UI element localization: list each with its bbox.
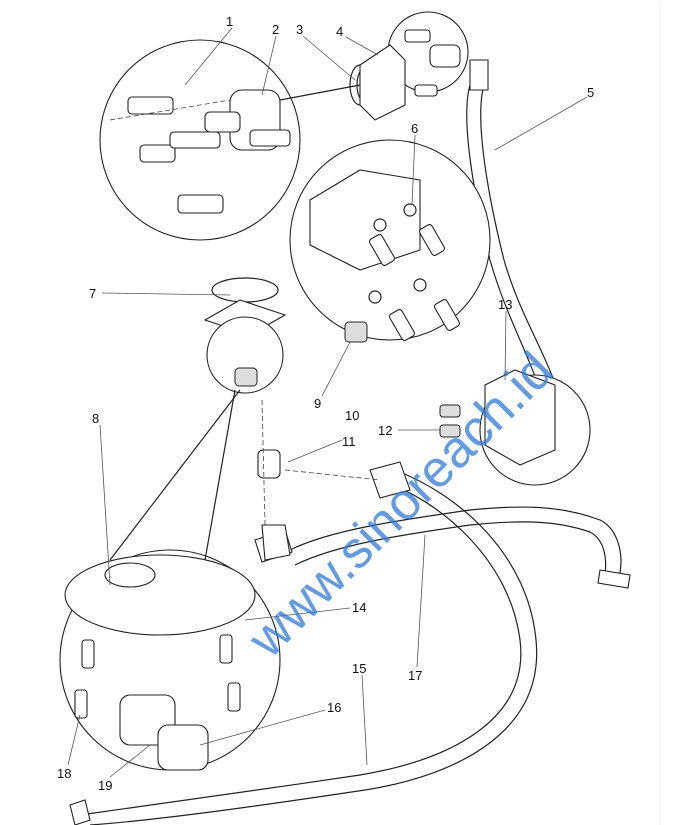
- callout-13: 13: [498, 297, 512, 312]
- callout-1: 1: [226, 14, 233, 29]
- callout-19: 19: [98, 778, 112, 793]
- valve-block-4: [359, 44, 406, 121]
- detail-circle-fittings: [99, 39, 301, 241]
- callout-10: 10: [345, 408, 359, 423]
- detail-circle-flange: [203, 277, 368, 394]
- callout-3: 3: [296, 22, 303, 37]
- callout-12: 12: [378, 423, 392, 438]
- callout-5: 5: [587, 85, 594, 100]
- detail-circle-base: [59, 389, 281, 771]
- callout-2: 2: [272, 22, 279, 37]
- detail-circle-manifold: [289, 139, 491, 341]
- fitting-11: [257, 399, 381, 561]
- callout-18: 18: [57, 766, 71, 781]
- callout-8: 8: [92, 411, 99, 426]
- callout-17: 17: [408, 668, 422, 683]
- callout-6: 6: [411, 121, 418, 136]
- callout-15: 15: [352, 661, 366, 676]
- callout-7: 7: [89, 286, 96, 301]
- leader-lines: [67, 27, 588, 778]
- callout-numbers: 1 2 3 4 5 6 7 8 9 10 11 12 13 14 15 16 1…: [57, 14, 594, 793]
- callout-11: 11: [342, 434, 356, 449]
- callout-16: 16: [327, 700, 341, 715]
- callout-4: 4: [336, 24, 343, 39]
- watermark: www.sinoreach.id: [237, 341, 565, 669]
- hose-15: [69, 461, 538, 825]
- detail-circle-valve-13: [439, 369, 591, 486]
- callout-9: 9: [314, 396, 321, 411]
- dash-line: [279, 84, 361, 101]
- callout-14: 14: [352, 600, 366, 615]
